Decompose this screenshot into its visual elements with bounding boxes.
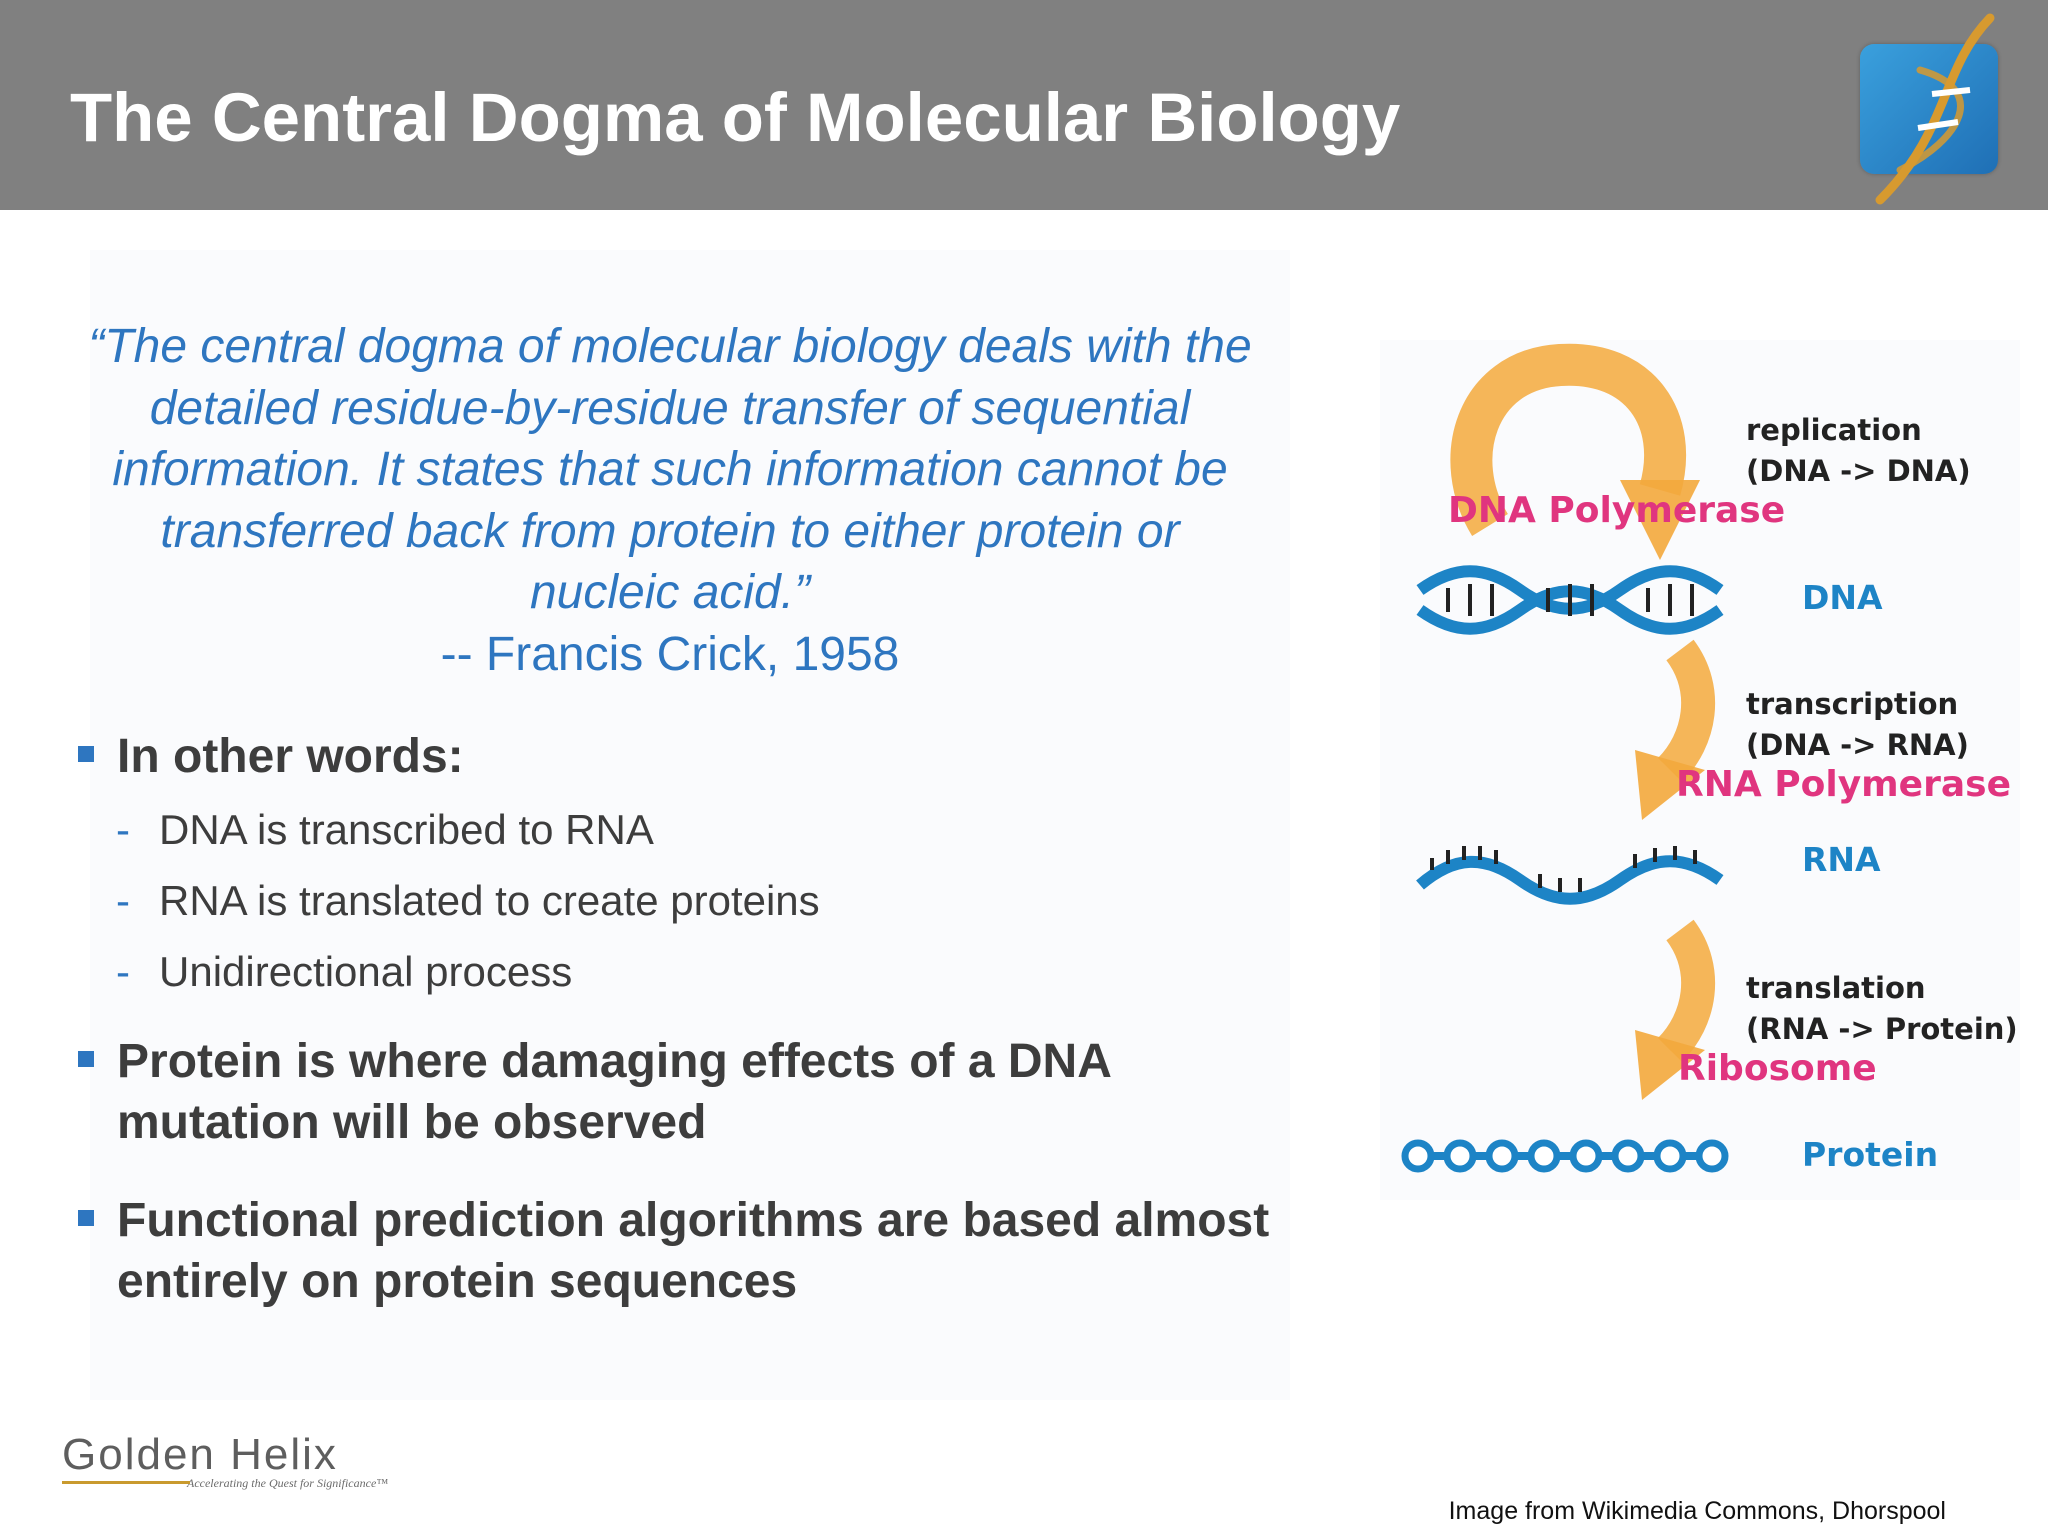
quote-text: “The central dogma of molecular biology … — [88, 320, 1252, 619]
translation-arrow-icon — [1635, 919, 1716, 1100]
bullet-item: Protein is where damaging effects of a D… — [72, 1031, 1292, 1154]
rna-polymerase-label: RNA Polymerase — [1676, 764, 2011, 805]
sub-bullet-item: - Unidirectional process — [72, 936, 1292, 1007]
dna-helix-icon — [1416, 565, 1724, 635]
transcription-arrow-icon — [1635, 639, 1716, 820]
dna-polymerase-label: DNA Polymerase — [1448, 490, 1786, 531]
dash-marker: - — [116, 876, 130, 924]
bullet-text: Protein is where damaging effects of a D… — [117, 1034, 1111, 1150]
transcription-label: transcription (DNA -> RNA) — [1746, 687, 1969, 762]
protein-label: Protein — [1802, 1135, 1939, 1174]
bullet-square-icon — [78, 746, 94, 762]
central-dogma-diagram: replication (DNA -> DNA) DNA Polymerase … — [1380, 340, 2020, 1200]
bullet-text: In other words: — [117, 730, 464, 783]
brand-name: Golden Helix — [62, 1430, 338, 1479]
bullet-square-icon — [78, 1209, 94, 1226]
bullet-square-icon — [78, 1050, 94, 1067]
slide-title: The Central Dogma of Molecular Biology — [70, 79, 1401, 156]
brand-tagline: Accelerating the Quest for Significance™ — [187, 1476, 389, 1490]
dna-helix-strand-icon — [1875, 13, 1995, 205]
bullet-item: Functional prediction algorithms are bas… — [72, 1190, 1292, 1313]
replication-arrow-icon — [1450, 343, 1700, 560]
replication-label: replication (DNA -> DNA) — [1746, 413, 1971, 488]
image-credit: Image from Wikimedia Commons, Dhorspool — [1448, 1497, 1946, 1525]
protein-chain-icon — [1401, 1139, 1729, 1173]
dash-marker: - — [116, 947, 130, 995]
sub-bullet-text: DNA is transcribed to RNA — [159, 805, 654, 853]
quote-attribution: -- Francis Crick, 1958 — [440, 627, 900, 681]
diagram-graphics — [1401, 343, 1729, 1173]
rna-label: RNA — [1802, 840, 1881, 879]
bullet-item: In other words: — [72, 726, 1292, 788]
sub-bullet-item: - DNA is transcribed to RNA — [72, 794, 1292, 865]
content-panel — [90, 250, 1290, 1400]
dash-marker: - — [116, 805, 130, 853]
sub-bullet-text: RNA is translated to create proteins — [159, 876, 820, 924]
golden-helix-logo: Golden Helix Accelerating the Quest for … — [62, 1432, 388, 1491]
sub-bullet-list: - DNA is transcribed to RNA - RNA is tra… — [72, 794, 1292, 1007]
translation-label: translation (RNA -> Protein) — [1746, 971, 2018, 1046]
ribosome-label: Ribosome — [1678, 1048, 1877, 1089]
dna-label: DNA — [1802, 578, 1883, 617]
crick-quote: “The central dogma of molecular biology … — [80, 316, 1260, 685]
sub-bullet-text: Unidirectional process — [159, 947, 573, 995]
bullet-text: Functional prediction algorithms are bas… — [117, 1193, 1270, 1309]
rna-strand-icon — [1416, 846, 1724, 905]
header-bar: The Central Dogma of Molecular Biology — [0, 0, 2048, 210]
sub-bullet-item: - RNA is translated to create proteins — [72, 865, 1292, 936]
bullet-list: In other words: - DNA is transcribed to … — [72, 726, 1292, 1313]
